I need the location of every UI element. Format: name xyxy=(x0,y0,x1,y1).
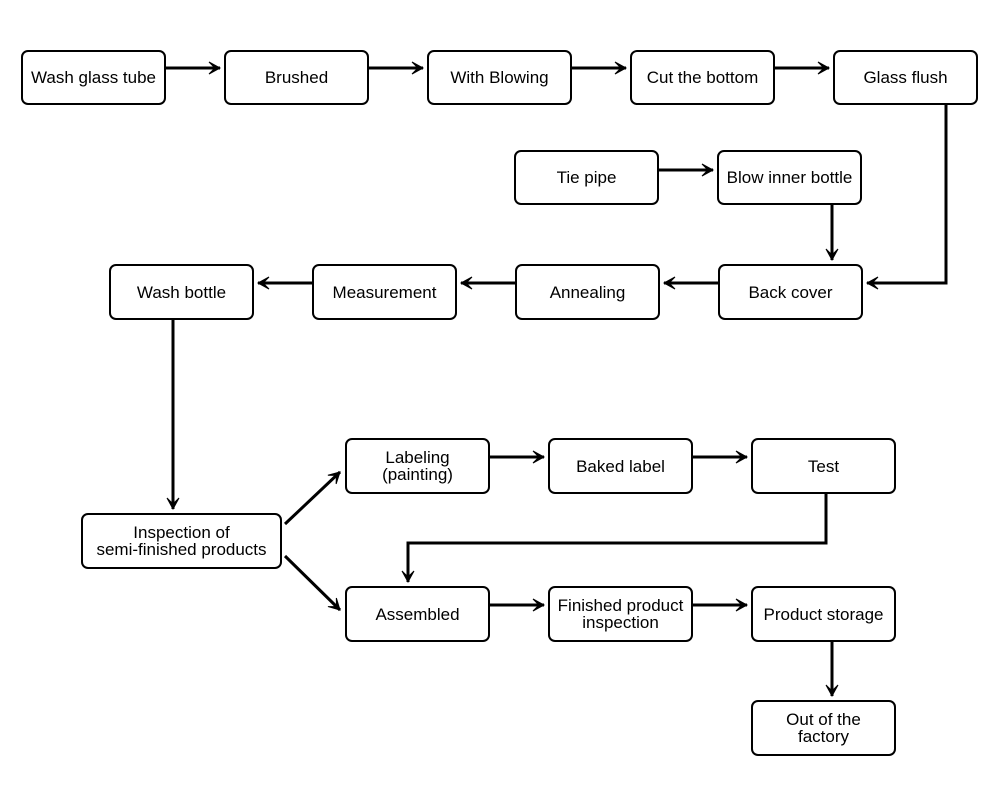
connector-wash-glass-tube-to-brushed xyxy=(166,61,222,75)
connector-line xyxy=(867,105,948,285)
arrowhead xyxy=(327,597,341,611)
connector-baked-label-to-test xyxy=(693,450,749,464)
node-back-cover: Back cover xyxy=(718,264,863,320)
node-finished-product-inspection: Finished product inspection xyxy=(548,586,693,642)
connector-tie-pipe-to-blow-inner-bottle xyxy=(659,163,715,177)
arrowhead xyxy=(256,276,270,290)
node-label: With Blowing xyxy=(450,68,549,87)
node-measurement: Measurement xyxy=(312,264,457,320)
node-label: Out of the factory xyxy=(786,710,861,746)
node-out-of-the-factory: Out of the factory xyxy=(751,700,896,756)
node-brushed: Brushed xyxy=(224,50,369,105)
node-annealing: Annealing xyxy=(515,264,660,320)
node-label: Brushed xyxy=(264,68,329,87)
node-blow-inner-bottle: Blow inner bottle xyxy=(717,150,862,205)
node-label: Test xyxy=(807,456,840,476)
node-cut-the-bottom: Cut the bottom xyxy=(630,50,775,105)
arrowhead xyxy=(327,471,341,485)
node-label: Cut the bottom xyxy=(646,68,759,87)
arrowhead xyxy=(701,163,715,177)
arrowhead xyxy=(735,598,749,612)
connector-labeling-painting-to-baked-label xyxy=(490,450,546,464)
arrowhead xyxy=(401,570,415,584)
connector-finished-product-inspection-to-product-storage xyxy=(693,598,749,612)
connector-cut-the-bottom-to-glass-flush xyxy=(775,61,831,75)
node-with-blowing: With Blowing xyxy=(427,50,572,105)
connector-wash-bottle-to-inspection-semi-finished xyxy=(166,320,180,511)
connector-blow-inner-bottle-to-back-cover xyxy=(825,205,839,262)
node-label: Wash bottle xyxy=(136,282,227,302)
node-glass-flush: Glass flush xyxy=(833,50,978,105)
connector-back-cover-to-annealing xyxy=(662,276,718,290)
arrowhead xyxy=(735,450,749,464)
connector-with-blowing-to-cut-the-bottom xyxy=(572,61,628,75)
connector-glass-flush-to-back-cover xyxy=(865,105,948,290)
arrowhead xyxy=(817,61,831,75)
connector-measurement-to-wash-bottle xyxy=(256,276,312,290)
node-tie-pipe: Tie pipe xyxy=(514,150,659,205)
arrowhead xyxy=(662,276,676,290)
connector-assembled-to-finished-product-inspection xyxy=(490,598,546,612)
node-test: Test xyxy=(751,438,896,494)
connector-line xyxy=(283,554,342,612)
node-baked-label: Baked label xyxy=(548,438,693,494)
arrowhead xyxy=(208,61,222,75)
arrowhead xyxy=(532,450,546,464)
node-label: Glass flush xyxy=(863,68,948,87)
node-label: Measurement xyxy=(332,282,437,302)
arrowhead xyxy=(825,684,839,698)
connector-test-to-assembled xyxy=(401,494,828,584)
connector-annealing-to-measurement xyxy=(459,276,515,290)
node-label: Baked label xyxy=(576,456,665,476)
connector-brushed-to-with-blowing xyxy=(369,61,425,75)
node-label: Finished product inspection xyxy=(557,596,684,632)
node-assembled: Assembled xyxy=(345,586,490,642)
arrowhead xyxy=(825,248,839,262)
connector-inspection-semi-finished-to-labeling-painting xyxy=(283,470,342,526)
node-inspection-semi-finished: Inspection of semi-finished products xyxy=(81,513,282,569)
node-label: Tie pipe xyxy=(556,168,617,187)
node-wash-bottle: Wash bottle xyxy=(109,264,254,320)
node-labeling-painting: Labeling (painting) xyxy=(345,438,490,494)
node-label: Inspection of semi-finished products xyxy=(96,523,267,559)
node-label: Wash glass tube xyxy=(30,68,157,87)
arrowhead xyxy=(411,61,425,75)
connector-line xyxy=(283,470,342,526)
node-label: Back cover xyxy=(748,282,833,302)
arrowhead xyxy=(614,61,628,75)
arrowhead xyxy=(459,276,473,290)
node-wash-glass-tube: Wash glass tube xyxy=(21,50,166,105)
connector-inspection-semi-finished-to-assembled xyxy=(283,554,342,612)
node-label: Blow inner bottle xyxy=(726,168,853,187)
node-product-storage: Product storage xyxy=(751,586,896,642)
node-label: Assembled xyxy=(375,604,460,624)
arrowhead xyxy=(865,276,879,290)
node-label: Annealing xyxy=(549,282,626,302)
node-label: Labeling (painting) xyxy=(382,448,453,484)
connector-line xyxy=(406,494,828,582)
node-label: Product storage xyxy=(763,604,884,624)
arrowhead xyxy=(532,598,546,612)
arrowhead xyxy=(166,497,180,511)
connector-product-storage-to-out-of-the-factory xyxy=(825,642,839,698)
